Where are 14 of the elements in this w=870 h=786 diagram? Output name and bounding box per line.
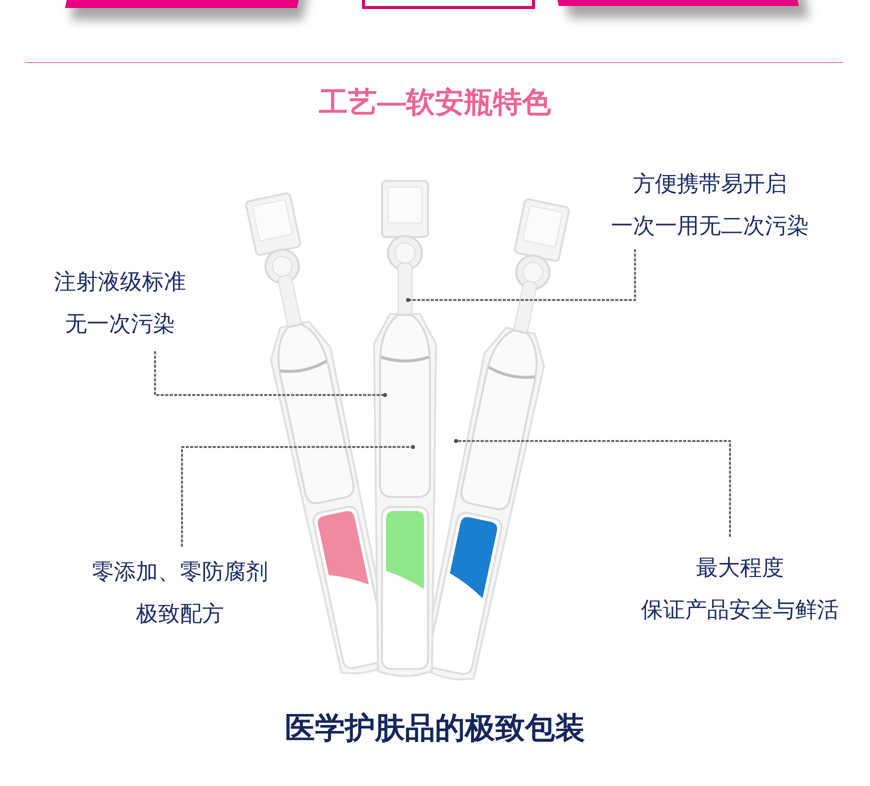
leader-line (406, 249, 636, 302)
leader-line (181, 445, 415, 547)
callout-text: 一次一用无二次污染 (611, 212, 809, 240)
caption: 医学护肤品的极致包装 (285, 712, 585, 745)
callout-text: 注射液级标准 (54, 268, 186, 296)
leader-line (454, 439, 731, 537)
leader-line (154, 351, 387, 397)
callout-text: 保证产品安全与鲜活 (641, 596, 839, 624)
callout-text: 最大程度 (696, 554, 784, 582)
callout-text: 零添加、零防腐剂 (92, 558, 268, 586)
callout-text: 无一次污染 (65, 310, 175, 338)
callout-text: 极致配方 (136, 600, 224, 628)
title: 工艺—软安瓶特色 (319, 87, 551, 119)
callout-text: 方便携带易开启 (633, 170, 787, 198)
